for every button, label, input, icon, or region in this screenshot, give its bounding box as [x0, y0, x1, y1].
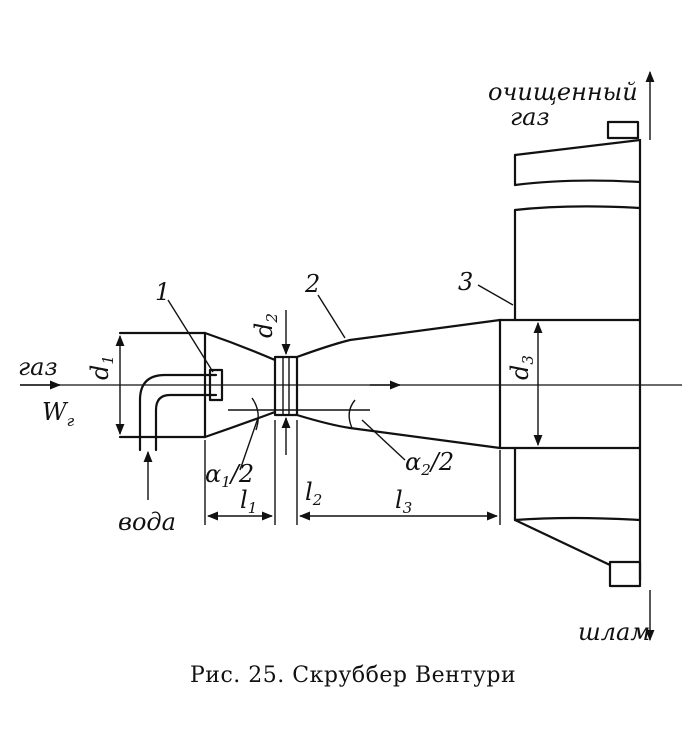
- label-d1: d1: [86, 355, 117, 380]
- label-part-2: 2: [304, 270, 320, 298]
- separator-body: [498, 120, 642, 588]
- confuser: [203, 331, 277, 439]
- water-nozzle-pipe: [138, 368, 224, 452]
- label-part-1: 1: [155, 278, 170, 306]
- diffuser: [295, 318, 502, 450]
- label-d2: d2: [250, 313, 281, 338]
- label-alpha1: α1/2: [205, 460, 254, 491]
- leader-3: [477, 284, 514, 306]
- label-velocity: Wг: [42, 398, 75, 430]
- label-l1: l1: [240, 486, 257, 517]
- svg-text:d3: d3: [506, 355, 537, 380]
- label-l2: l2: [305, 478, 322, 509]
- label-d3: d3: [506, 355, 537, 380]
- label-water: вода: [118, 508, 176, 536]
- label-l3: l3: [395, 486, 412, 517]
- label-alpha2: α2/2: [405, 448, 454, 479]
- figure-caption: Рис. 25. Скруббер Вентури: [190, 663, 516, 688]
- svg-text:d1: d1: [86, 355, 117, 380]
- label-clean-gas-2: газ: [510, 103, 550, 131]
- leader-1: [167, 299, 214, 373]
- throat: [273, 355, 299, 417]
- length-dimensions: [204, 420, 501, 525]
- angle-markers: [228, 397, 406, 471]
- inlet-section: [118, 331, 207, 439]
- label-part-3: 3: [458, 268, 473, 296]
- label-clean-gas-1: очищенный: [488, 78, 638, 106]
- svg-text:d2: d2: [250, 313, 281, 338]
- label-gas: газ: [18, 353, 58, 381]
- leader-2: [317, 294, 346, 339]
- label-sludge: шлам: [578, 618, 650, 646]
